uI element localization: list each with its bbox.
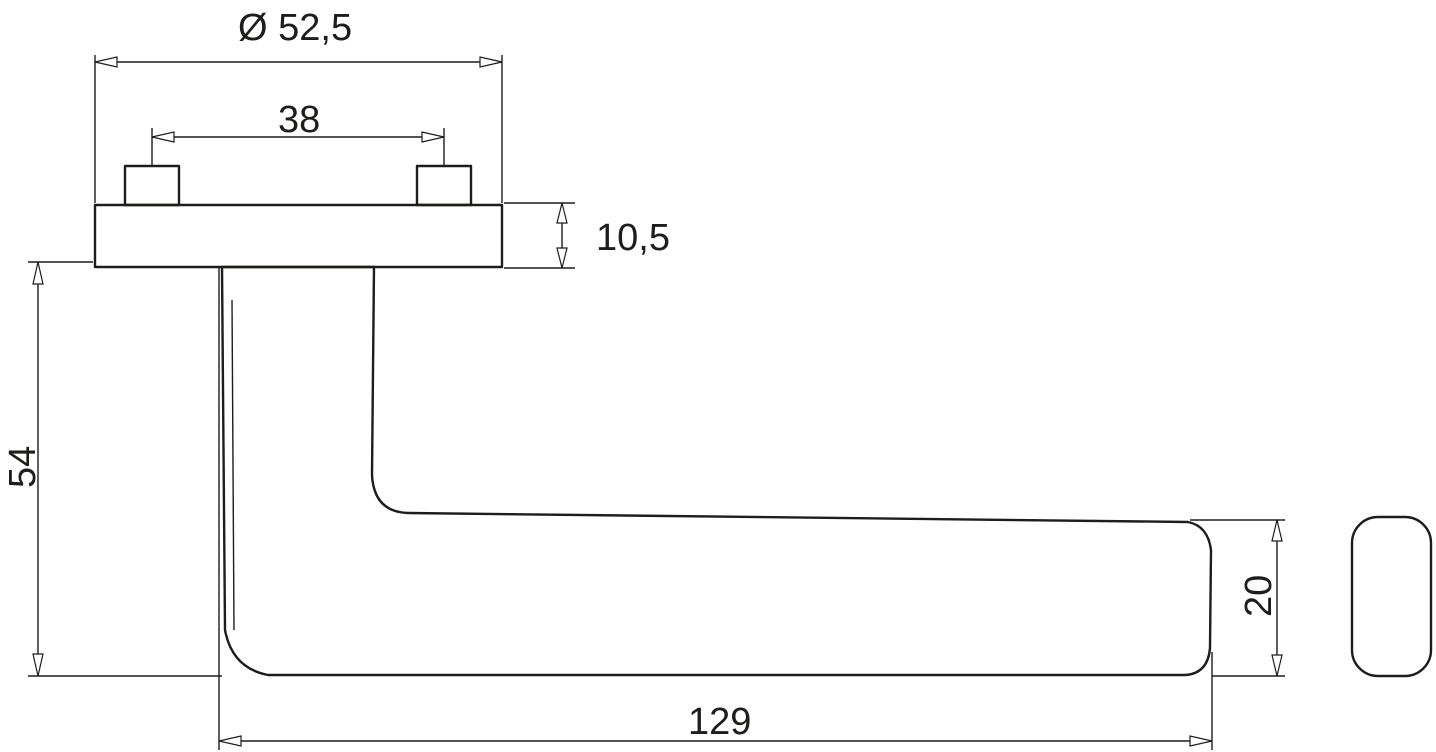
rose-pin-right — [415, 164, 473, 207]
dimension-pin-spacing: 38 — [151, 99, 445, 165]
arrowhead — [32, 261, 44, 285]
dimension-label-rose-thickness: 10,5 — [596, 217, 670, 259]
arrowhead — [151, 131, 175, 143]
arrowhead — [1189, 735, 1213, 747]
dimension-grip-height: 20 — [1190, 519, 1285, 677]
arrowhead — [94, 56, 118, 68]
dimension-label-grip-height: 20 — [1238, 575, 1280, 617]
dimension-rose-thickness: 10,5 — [504, 202, 670, 269]
lever-inner-edge — [231, 299, 235, 631]
dimension-handle-length: 129 — [218, 267, 1213, 750]
rose-pin-left — [123, 164, 181, 207]
arrowhead — [421, 131, 445, 143]
door-handle-part — [93, 164, 1433, 678]
arrowhead — [32, 653, 44, 677]
dimension-handle-height: 54 — [2, 261, 222, 677]
arrowhead — [218, 735, 242, 747]
lever-body — [220, 265, 1213, 677]
arrowhead — [556, 202, 568, 224]
arrowhead — [1271, 519, 1283, 542]
dimension-label-rose-diameter: Ø 52,5 — [238, 7, 352, 49]
arrowhead — [1271, 654, 1283, 677]
dimension-label-handle-length: 129 — [688, 701, 751, 743]
dimension-label-handle-height: 54 — [2, 446, 44, 488]
rose-plate — [93, 203, 504, 269]
dimension-label-pin-spacing: 38 — [278, 99, 320, 141]
cross-section-profile — [1350, 515, 1433, 678]
arrowhead — [556, 247, 568, 269]
arrowhead — [479, 56, 503, 68]
dimension-rose-diameter: Ø 52,5 — [94, 7, 503, 203]
